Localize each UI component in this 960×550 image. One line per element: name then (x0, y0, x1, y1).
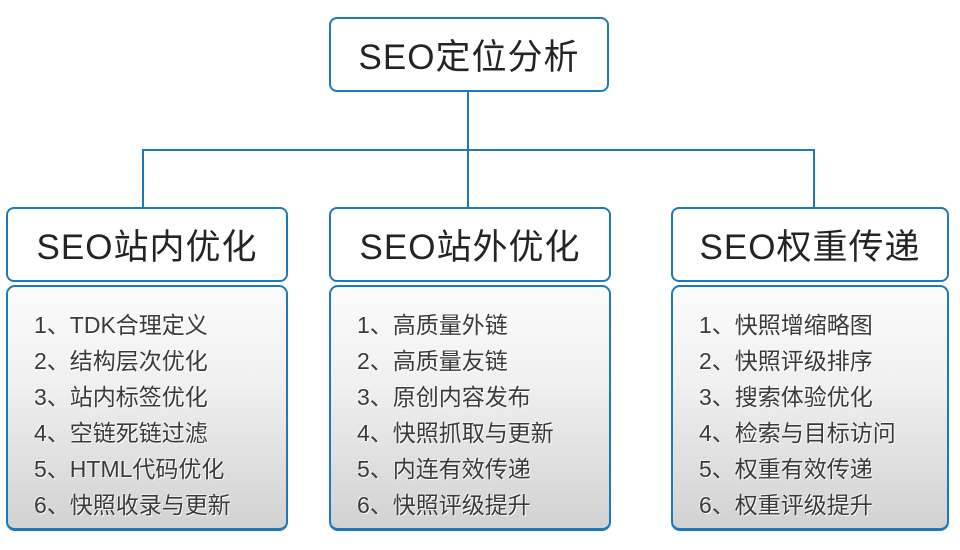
header-node-label: SEO站外优化 (359, 228, 581, 267)
list-item: 3、原创内容发布 (357, 384, 531, 410)
header-node-label: SEO站内优化 (36, 228, 258, 267)
list-node-onsite: 1、TDK合理定义 2、结构层次优化 3、站内标签优化 4、空链死链过滤 5、H… (6, 285, 288, 531)
connector-middle-vertical (467, 149, 469, 208)
list-item: 5、HTML代码优化 (34, 456, 225, 482)
list-item: 4、空链死链过滤 (34, 420, 208, 446)
list-item: 2、高质量友链 (357, 348, 508, 374)
list-item: 4、快照抓取与更新 (357, 420, 554, 446)
list-item: 6、权重评级提升 (699, 492, 873, 518)
list-item: 1、快照增缩略图 (699, 312, 873, 338)
header-node-weight-transfer: SEO权重传递 (671, 207, 949, 282)
list-item: 6、快照收录与更新 (34, 492, 231, 518)
list-node-weight-transfer: 1、快照增缩略图 2、快照评级排序 3、搜索体验优化 4、检索与目标访问 5、权… (671, 285, 949, 531)
list-item: 1、TDK合理定义 (34, 312, 208, 338)
header-node-offsite: SEO站外优化 (329, 207, 611, 282)
list-item: 4、检索与目标访问 (699, 420, 896, 446)
root-node-label: SEO定位分析 (358, 38, 580, 77)
header-node-label: SEO权重传递 (699, 228, 921, 267)
list-item: 5、内连有效传递 (357, 456, 531, 482)
connector-root-vertical (467, 91, 469, 151)
list-node-offsite: 1、高质量外链 2、高质量友链 3、原创内容发布 4、快照抓取与更新 5、内连有… (329, 285, 611, 531)
list-item: 3、搜索体验优化 (699, 384, 873, 410)
list-item: 2、结构层次优化 (34, 348, 208, 374)
connector-right-vertical (813, 149, 815, 208)
list-item: 2、快照评级排序 (699, 348, 873, 374)
list-item: 5、权重有效传递 (699, 456, 873, 482)
list-item: 6、快照评级提升 (357, 492, 531, 518)
connector-left-vertical (142, 149, 144, 208)
list-item: 3、站内标签优化 (34, 384, 208, 410)
header-node-onsite: SEO站内优化 (6, 207, 288, 282)
root-node-seo-positioning: SEO定位分析 (329, 17, 609, 92)
connector-horizontal (142, 149, 815, 151)
list-item: 1、高质量外链 (357, 312, 508, 338)
